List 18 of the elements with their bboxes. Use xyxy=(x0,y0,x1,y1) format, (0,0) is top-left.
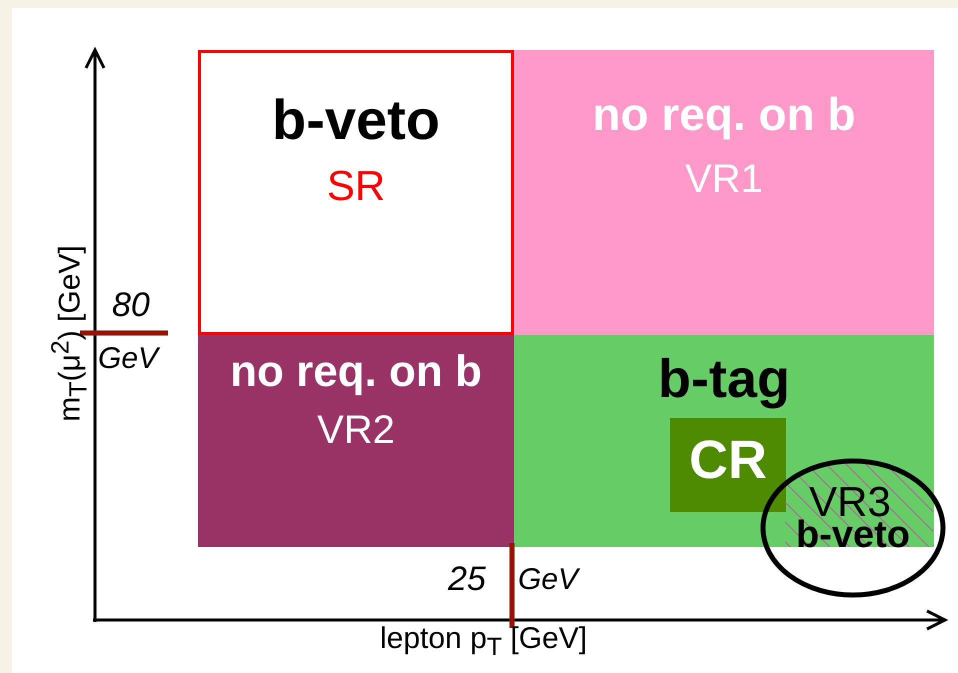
axis-title: lepton p$_{T}$ [GeV] xyxy=(380,622,588,662)
region-label: SR xyxy=(326,164,386,208)
tick-label: GeV xyxy=(518,563,578,597)
validation-region-box xyxy=(514,50,934,335)
control-region-label-box xyxy=(670,418,786,512)
tick-label: GeV xyxy=(98,342,158,376)
region-heading: b-veto xyxy=(272,91,440,150)
tick-label: 25 xyxy=(448,560,486,599)
region-label: VR2 xyxy=(317,409,395,452)
tick-label: 80 xyxy=(112,286,150,325)
region-heading: no req. on b xyxy=(592,90,856,138)
region-label: b-tag xyxy=(658,351,790,408)
region-heading: no req. on b xyxy=(230,349,482,396)
validation-region-box xyxy=(198,335,514,547)
region-label: VR1 xyxy=(685,158,763,200)
region-label: b-veto xyxy=(796,516,910,556)
region-label: CR xyxy=(689,432,767,489)
signal-region-box xyxy=(198,50,514,335)
